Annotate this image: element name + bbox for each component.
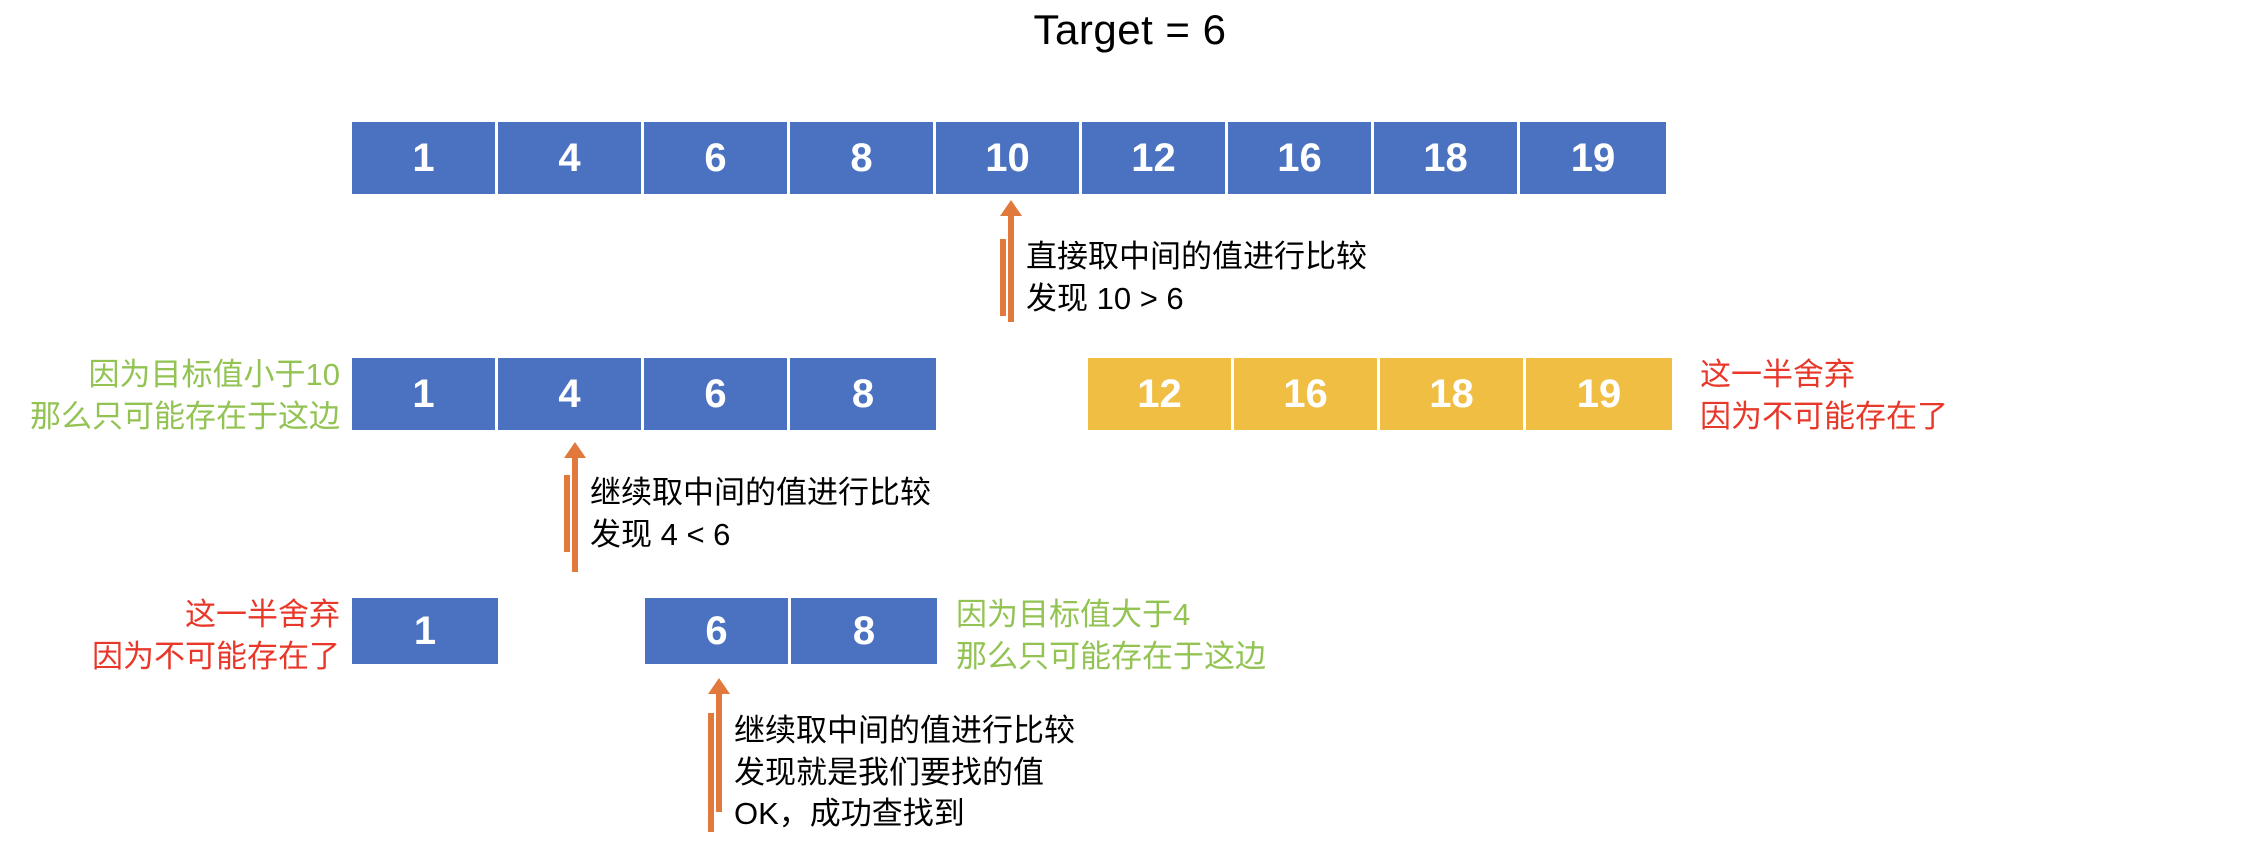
array-row-step2-discard: 12 16 18 19 <box>1088 358 1672 430</box>
array-cell[interactable]: 19 <box>1520 122 1666 194</box>
array-cell[interactable]: 4 <box>498 122 644 194</box>
annotation-step3: 继续取中间的值进行比较 发现就是我们要找的值 OK，成功查找到 <box>708 710 1075 835</box>
annotation-step2: 继续取中间的值进行比较 发现 4 < 6 <box>564 472 931 555</box>
discard-label-step3: 这一半舍弃 因为不可能存在了 <box>92 597 340 675</box>
pointer-arrow-step2-icon <box>564 442 586 572</box>
array-cell-mid[interactable]: 10 <box>936 122 1082 194</box>
array-row-step1: 1 4 6 8 10 12 16 18 19 <box>352 122 1666 194</box>
arrow-head-icon <box>708 678 730 694</box>
pointer-arrow-step1-icon <box>1000 200 1022 322</box>
arrow-head-icon <box>1000 200 1022 216</box>
arrow-shaft <box>716 690 722 812</box>
arrow-shaft <box>572 454 578 572</box>
array-row-step3-keep: 6 8 <box>645 598 937 664</box>
array-cell-mid[interactable]: 6 <box>645 598 791 664</box>
array-cell[interactable]: 16 <box>1228 122 1374 194</box>
array-cell-discarded[interactable]: 16 <box>1234 358 1380 430</box>
array-cell[interactable]: 6 <box>644 122 790 194</box>
array-cell[interactable]: 1 <box>352 358 498 430</box>
array-cell[interactable]: 8 <box>790 122 936 194</box>
array-cell[interactable]: 18 <box>1374 122 1520 194</box>
array-cell[interactable]: 8 <box>790 358 936 430</box>
array-cell[interactable]: 12 <box>1082 122 1228 194</box>
page-title: Target = 6 <box>1033 6 1227 53</box>
array-cell-discarded[interactable]: 12 <box>1088 358 1234 430</box>
array-row-step2-keep: 1 4 6 8 <box>352 358 936 430</box>
array-cell[interactable]: 6 <box>644 358 790 430</box>
array-cell-discarded[interactable]: 18 <box>1380 358 1526 430</box>
array-cell-discarded[interactable]: 19 <box>1526 358 1672 430</box>
keep-label-step2: 因为目标值小于10 那么只可能存在于这边 <box>30 357 340 435</box>
pointer-arrow-step3-icon <box>708 678 730 812</box>
keep-label-step3: 因为目标值大于4 那么只可能存在于这边 <box>956 597 1266 675</box>
annotation-step1: 直接取中间的值进行比较 发现 10 > 6 <box>1000 236 1367 319</box>
array-row-step3-discard: 1 <box>352 598 498 664</box>
arrow-shaft <box>1008 212 1014 322</box>
arrow-head-icon <box>564 442 586 458</box>
array-cell[interactable]: 1 <box>352 122 498 194</box>
array-cell-discarded[interactable]: 1 <box>352 598 498 664</box>
array-cell-mid[interactable]: 4 <box>498 358 644 430</box>
discard-label-step2: 这一半舍弃 因为不可能存在了 <box>1700 357 1948 435</box>
array-cell[interactable]: 8 <box>791 598 937 664</box>
